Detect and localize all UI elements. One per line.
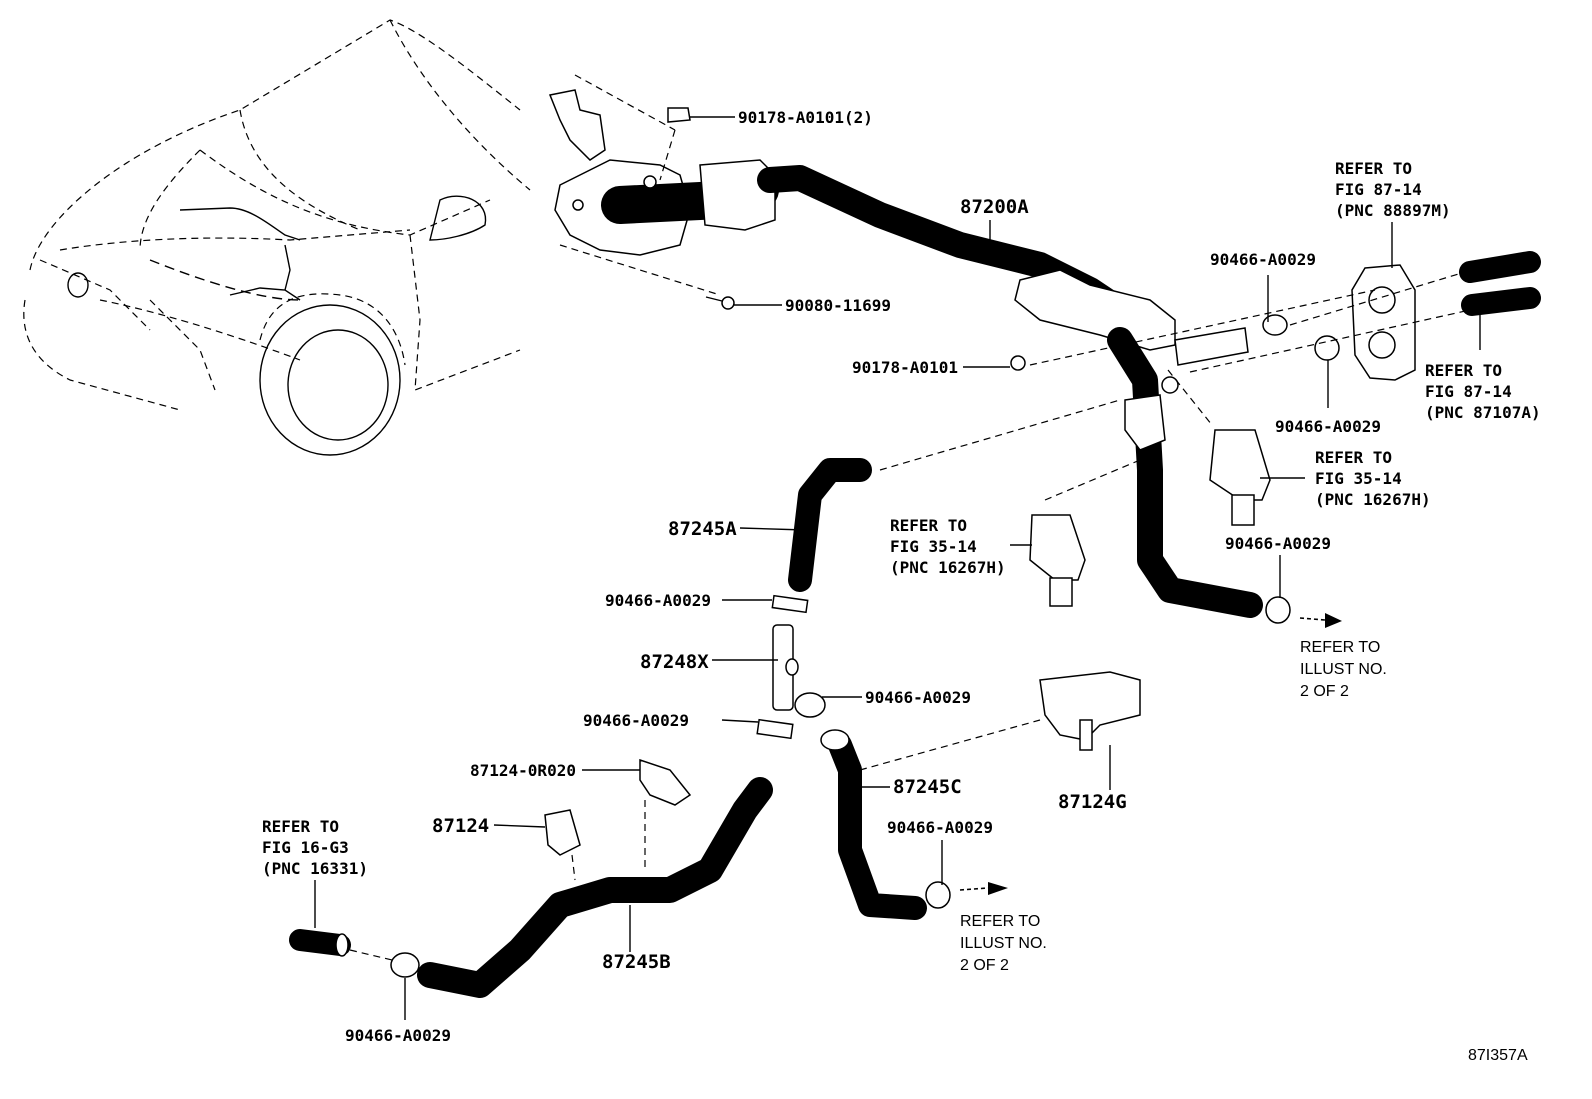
part-label: 90466-A0029 <box>887 818 993 837</box>
ref-note: (PNC 16331) <box>262 859 368 878</box>
clamp <box>1314 335 1340 361</box>
part-label: 90466-A0029 <box>583 711 689 730</box>
ref-note: REFER TO <box>960 913 1040 930</box>
clamp <box>771 594 809 614</box>
part-label: 87124-0R020 <box>470 761 576 780</box>
clamp <box>1262 314 1288 336</box>
valve <box>1209 429 1271 501</box>
ref-note: FIG 35-14 <box>890 537 977 556</box>
ref-note: (PNC 16267H) <box>1315 490 1431 509</box>
ref-note: 2 OF 2 <box>960 957 1009 974</box>
ref-note: REFER TO <box>262 817 339 836</box>
ref-note: REFER TO <box>1300 639 1380 656</box>
part-label: 90466-A0029 <box>1210 250 1316 269</box>
clamp-87124-0r020 <box>639 758 692 806</box>
ref-note: REFER TO <box>1425 361 1502 380</box>
water-outlet-assembly <box>548 89 779 256</box>
clamp <box>756 718 794 740</box>
part-label: 87124 <box>432 815 489 837</box>
ref-note: REFER TO <box>890 516 967 535</box>
part-label: 87245A <box>668 518 737 540</box>
valve <box>1029 514 1086 581</box>
diagram-id: 87I357A <box>1468 1047 1528 1064</box>
ref-note: 2 OF 2 <box>1300 683 1349 700</box>
ref-note: REFER TO <box>1315 448 1392 467</box>
bracket-87124g <box>1039 671 1141 741</box>
ref-note: FIG 87-14 <box>1425 382 1512 401</box>
clip-87124 <box>544 809 581 856</box>
vehicle-illustration <box>23 19 531 456</box>
ref-note: (PNC 16267H) <box>890 558 1006 577</box>
part-label: 90080-11699 <box>785 296 891 315</box>
part-label: 87245C <box>893 776 962 798</box>
ref-note: (PNC 87107A) <box>1425 403 1541 422</box>
ref-note: (PNC 88897M) <box>1335 201 1451 220</box>
clamp <box>1265 596 1291 624</box>
leader-lines <box>314 74 1481 1020</box>
clamp <box>390 952 420 978</box>
ref-note: REFER TO <box>1335 159 1412 178</box>
part-label: 90466-A0029 <box>605 591 711 610</box>
grommet <box>1351 264 1416 381</box>
part-label: 90466-A0029 <box>865 688 971 707</box>
part-label: 87245B <box>602 951 671 973</box>
bolt <box>721 296 735 310</box>
nut <box>667 107 691 123</box>
ref-note: ILLUST NO. <box>1300 661 1387 678</box>
part-label: 87200A <box>960 196 1029 218</box>
part-label: 90466-A0029 <box>345 1026 451 1045</box>
part-label: 90466-A0029 <box>1225 534 1331 553</box>
part-label: 90178-A0101 <box>852 358 958 377</box>
ref-note: FIG 16-G3 <box>262 838 349 857</box>
main-water-pipe <box>757 165 1263 618</box>
part-label: 90466-A0029 <box>1275 417 1381 436</box>
clamp <box>925 881 951 909</box>
part-label: 90178-A0101(2) <box>738 108 873 127</box>
ref-note: FIG 87-14 <box>1335 180 1422 199</box>
ref-note: ILLUST NO. <box>960 935 1047 952</box>
part-label: 87124G <box>1058 791 1127 813</box>
ref-note: FIG 35-14 <box>1315 469 1402 488</box>
part-label: 87248X <box>640 651 709 673</box>
clamp <box>794 692 826 718</box>
nut <box>1010 355 1026 371</box>
